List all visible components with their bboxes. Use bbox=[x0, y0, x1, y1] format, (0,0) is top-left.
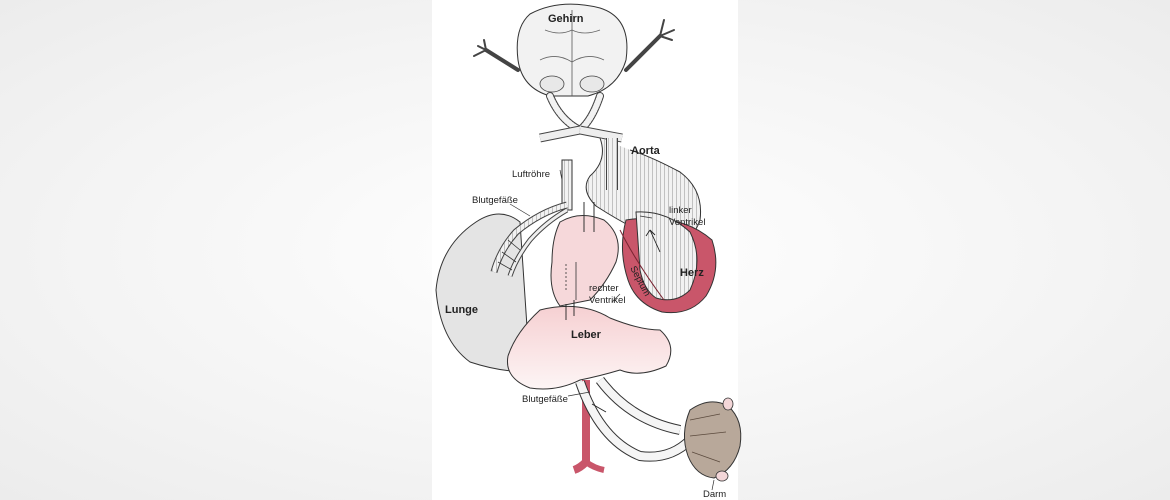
label-gehirn: Gehirn bbox=[548, 13, 584, 25]
label-leber: Leber bbox=[571, 329, 602, 341]
portal-vessels bbox=[572, 376, 694, 474]
lung bbox=[435, 213, 531, 373]
right-ventricle bbox=[550, 202, 619, 307]
intestine bbox=[684, 397, 742, 482]
label-rechter: rechter bbox=[589, 283, 619, 294]
label-lunge: Lunge bbox=[445, 304, 478, 316]
lung-blood-vessels bbox=[490, 201, 569, 277]
flow-arrows bbox=[565, 229, 661, 413]
label-darm: Darm bbox=[703, 489, 726, 500]
aorta bbox=[539, 125, 702, 243]
label-luftroehre: Luftröhre bbox=[512, 169, 550, 180]
label-blutgefaesse-bottom: Blutgefäße bbox=[522, 394, 568, 405]
leader-lines bbox=[509, 169, 715, 491]
label-linker: linker bbox=[669, 205, 692, 216]
label-blutgefaesse-top: Blutgefäße bbox=[472, 195, 518, 206]
label-aorta: Aorta bbox=[631, 145, 661, 157]
brain bbox=[516, 3, 628, 97]
label-ventrikel-right: Ventrikel bbox=[589, 295, 625, 306]
liver bbox=[506, 305, 672, 390]
label-ventrikel-left: Ventrikel bbox=[669, 217, 705, 228]
heart bbox=[619, 211, 717, 314]
label-herz: Herz bbox=[680, 267, 704, 279]
